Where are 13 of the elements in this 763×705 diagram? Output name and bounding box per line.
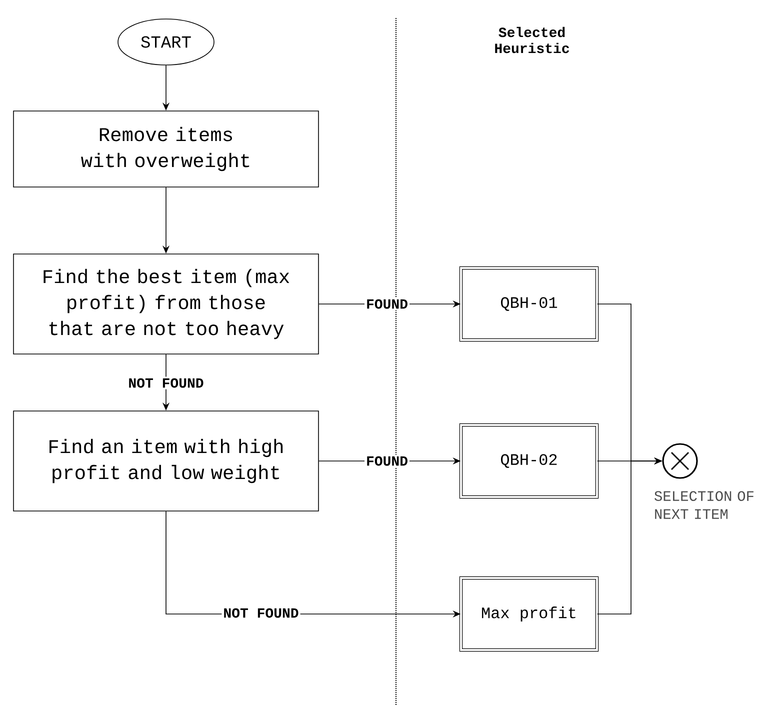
heuristic-box: QBH-02 (459, 423, 599, 499)
node-label: SELECTION OF NEXT ITEM (654, 491, 754, 519)
edge-label: FOUND (364, 454, 410, 468)
selection-circle (662, 443, 698, 479)
edge-label: FOUND (364, 298, 410, 310)
process-box: Find the best item (max profit) from those that are not too heavy (13, 254, 319, 354)
process-box: Find an item with high profit and low weight (13, 410, 319, 512)
process-box: Remove items with overweight (13, 110, 319, 188)
column-heading: Selected Heuristic (495, 26, 569, 54)
edge-label: NOT FOUND (126, 376, 206, 390)
heuristic-box: Max profit (459, 576, 599, 652)
edge-label: NOT FOUND (222, 606, 300, 620)
heuristic-box: QBH-01 (459, 266, 599, 342)
